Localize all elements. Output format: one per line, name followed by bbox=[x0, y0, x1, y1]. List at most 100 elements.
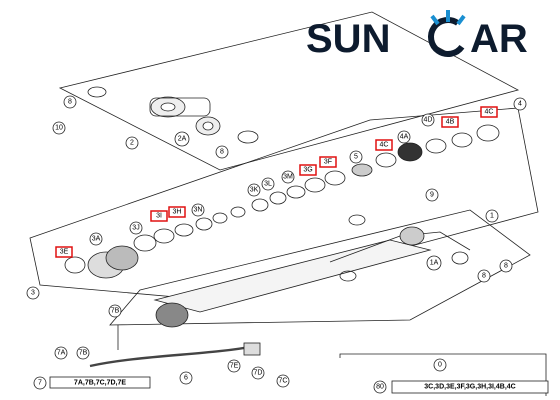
callout-7a-label: 7A bbox=[57, 350, 66, 357]
rod-seal-ring bbox=[451, 251, 469, 265]
top-seal-ring bbox=[87, 86, 107, 98]
brand-logo: SUN AR bbox=[306, 10, 528, 61]
kit-separator bbox=[339, 353, 547, 396]
callout-2[interactable]: 2 bbox=[125, 136, 139, 150]
callout-7e[interactable]: 7E bbox=[227, 359, 241, 373]
nut-5 bbox=[351, 163, 373, 177]
callout-3j-label: 3J bbox=[132, 225, 139, 232]
ring-3i bbox=[153, 228, 175, 244]
brand-c-icon bbox=[428, 10, 468, 57]
brand-text-sun: SUN bbox=[306, 17, 390, 61]
callout-8c-label: 8 bbox=[482, 273, 486, 280]
barrel-end bbox=[155, 302, 189, 328]
callout-3l[interactable]: 3L bbox=[261, 177, 275, 191]
callout-7b-small[interactable]: 7B bbox=[76, 346, 90, 360]
head-bore bbox=[160, 102, 176, 112]
highlight-3g[interactable]: 3G bbox=[299, 164, 317, 176]
bushing-bore bbox=[202, 121, 214, 131]
gland-4a bbox=[397, 142, 423, 162]
highlight-3e-label: 3E bbox=[60, 249, 69, 256]
callout-8b[interactable]: 8 bbox=[215, 145, 229, 159]
ring-3c bbox=[230, 206, 246, 218]
seal-ring-top-right bbox=[348, 214, 366, 226]
callouts: 8 10 2A 2 8 4 4D 4A 5 3M 3L 3K 3N 3J 3A … bbox=[26, 95, 527, 394]
highlight-4b[interactable]: 4B bbox=[441, 116, 459, 128]
callout-3a[interactable]: 3A bbox=[89, 232, 103, 246]
highlight-3h-label: 3H bbox=[173, 209, 182, 216]
callout-6[interactable]: 6 bbox=[179, 371, 193, 385]
callout-4a[interactable]: 4A bbox=[397, 130, 411, 144]
callout-3a-label: 3A bbox=[92, 236, 101, 243]
callout-2a[interactable]: 2A bbox=[174, 131, 190, 147]
highlight-3f[interactable]: 3F bbox=[319, 156, 337, 168]
highlighted-callouts: 3E 3I 3H 3G 3F 4C 4B 4C bbox=[55, 106, 498, 258]
callout-3k-label: 3K bbox=[250, 187, 259, 194]
highlight-3e[interactable]: 3E bbox=[55, 246, 73, 258]
ring-4c-left bbox=[375, 152, 397, 168]
middle-frame-outline bbox=[29, 107, 539, 301]
callout-7b[interactable]: 7B bbox=[108, 304, 122, 318]
callout-1a[interactable]: 1A bbox=[426, 255, 442, 271]
highlight-3h[interactable]: 3H bbox=[168, 206, 186, 218]
callout-3[interactable]: 3 bbox=[26, 286, 40, 300]
highlight-3i-label: 3I bbox=[156, 213, 162, 220]
callout-4d-label: 4D bbox=[424, 117, 433, 124]
brand-text-ar: AR bbox=[470, 17, 528, 61]
callout-5[interactable]: 5 bbox=[349, 150, 363, 164]
callout-3n[interactable]: 3N bbox=[191, 203, 205, 217]
callout-1-label: 1 bbox=[490, 213, 494, 220]
callout-4[interactable]: 4 bbox=[513, 97, 527, 111]
highlight-4c-right[interactable]: 4C bbox=[480, 106, 498, 118]
callout-9-label: 9 bbox=[430, 192, 434, 199]
callout-8d[interactable]: 8 bbox=[499, 259, 513, 273]
ring-3d bbox=[212, 212, 228, 224]
callout-7-label: 7 bbox=[38, 380, 42, 387]
piston-3a-rear bbox=[105, 245, 139, 271]
callout-7d[interactable]: 7D bbox=[251, 366, 265, 380]
callout-1[interactable]: 1 bbox=[485, 209, 499, 223]
callout-6-label: 6 bbox=[184, 375, 188, 382]
seal-ring-lower bbox=[339, 270, 357, 282]
callout-2a-label: 2A bbox=[178, 136, 187, 143]
callout-80[interactable]: 80 bbox=[373, 380, 387, 394]
callout-7d-label: 7D bbox=[254, 370, 263, 377]
callout-7c-label: 7C bbox=[279, 378, 288, 385]
callout-7[interactable]: 7 bbox=[33, 376, 47, 390]
callout-4d[interactable]: 4D bbox=[421, 113, 435, 127]
callout-3k[interactable]: 3K bbox=[247, 183, 261, 197]
clamp-7d bbox=[243, 342, 261, 356]
callout-7b-small-label: 7B bbox=[79, 350, 88, 357]
ring-3k bbox=[251, 198, 269, 212]
callout-3m[interactable]: 3M bbox=[281, 170, 295, 184]
ring-4c-outer bbox=[476, 124, 500, 142]
highlight-4c-left-label: 4C bbox=[380, 142, 389, 149]
kit-label-group: 7A,7B,7C,7D,7E 3C,3D,3E,3F,3G,3H,3I,4B,4… bbox=[49, 376, 549, 394]
ring-3n bbox=[195, 217, 213, 231]
ring-4c-right bbox=[451, 132, 473, 148]
kit-box-full bbox=[391, 380, 549, 394]
highlight-4c-left[interactable]: 4C bbox=[375, 139, 393, 151]
callout-8a[interactable]: 8 bbox=[63, 95, 77, 109]
ring-3g bbox=[304, 177, 326, 193]
callout-7a[interactable]: 7A bbox=[54, 346, 68, 360]
callout-3j[interactable]: 3J bbox=[129, 221, 143, 235]
callout-8c[interactable]: 8 bbox=[477, 269, 491, 283]
callout-0[interactable]: 0 bbox=[433, 358, 447, 372]
callout-3n-label: 3N bbox=[194, 207, 203, 214]
callout-7b-label: 7B bbox=[111, 308, 120, 315]
highlight-3i[interactable]: 3I bbox=[150, 210, 168, 222]
callout-3l-label: 3L bbox=[264, 181, 272, 188]
callout-8d-label: 8 bbox=[504, 263, 508, 270]
callout-9[interactable]: 9 bbox=[425, 188, 439, 202]
ring-3e bbox=[64, 256, 86, 274]
callout-4-label: 4 bbox=[518, 101, 522, 108]
callout-5-label: 5 bbox=[354, 154, 358, 161]
ring-4b bbox=[425, 138, 447, 154]
callout-1a-label: 1A bbox=[430, 260, 439, 267]
callout-7c[interactable]: 7C bbox=[276, 374, 290, 388]
top-frame-outline bbox=[58, 11, 520, 171]
callout-10[interactable]: 10 bbox=[52, 121, 66, 135]
head-seal-ring bbox=[237, 130, 259, 144]
